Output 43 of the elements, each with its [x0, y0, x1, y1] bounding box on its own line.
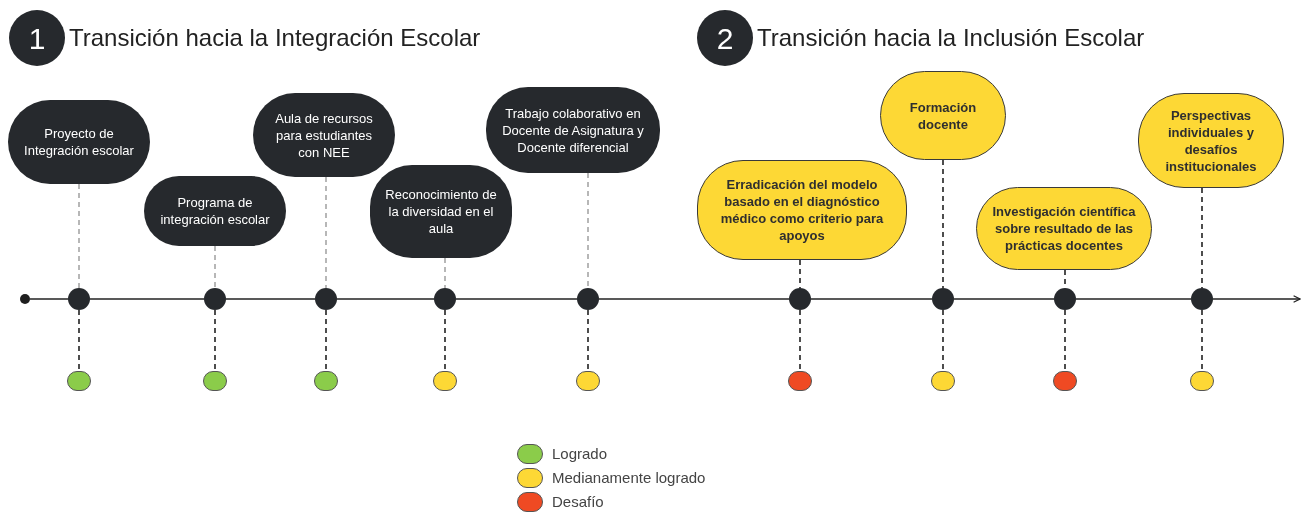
timeline-line [598, 298, 790, 300]
dashed-connector [799, 309, 801, 372]
milestone-pill: Trabajo colaborativo en Docente de Asignatura y Docente diferencial [486, 87, 660, 173]
timeline-line [29, 298, 69, 300]
milestone-pill: Reconocimiento de la diversidad en el aula [370, 165, 512, 258]
timeline-line [455, 298, 578, 300]
milestone-pill: Erradicación del modelo basado en el diagnóstico médico como criterio para apoyos [697, 160, 907, 260]
timeline-line [89, 298, 205, 300]
section-title: Transición hacia la Integración Escolar [69, 26, 481, 50]
dashed-connector [942, 309, 944, 372]
timeline-line [1075, 298, 1192, 300]
dashed-connector [799, 259, 801, 289]
dashed-connector [587, 309, 589, 372]
timeline-line [810, 298, 933, 300]
dashed-connector [1064, 309, 1066, 372]
dashed-connector [325, 176, 327, 289]
dashed-connector [942, 159, 944, 289]
section-title: Transición hacia la Inclusión Escolar [757, 26, 1145, 50]
timeline-line [336, 298, 435, 300]
legend-label: Medianamente logrado [552, 467, 706, 488]
milestone-pill: Perspectivas individuales y desafíos institucionales [1138, 93, 1284, 188]
dashed-connector [325, 309, 327, 372]
dashed-connector [444, 309, 446, 372]
dashed-connector [78, 309, 80, 372]
dashed-connector [78, 183, 80, 289]
dashed-connector [214, 245, 216, 289]
milestone-pill: Proyecto de Integración escolar [8, 100, 150, 184]
dashed-connector [214, 309, 216, 372]
legend-label: Desafío [552, 491, 604, 512]
milestone-pill: Investigación científica sobre resultado de las prácticas docentes [976, 187, 1152, 270]
number-badge: 1 [9, 10, 65, 66]
dashed-connector [1201, 309, 1203, 372]
milestone-pill: Formación docente [880, 71, 1006, 160]
dashed-connector [587, 172, 589, 289]
timeline-line [1212, 295, 1301, 303]
milestone-pill: Programa de integración escolar [144, 176, 286, 246]
dashed-connector [444, 257, 446, 289]
timeline-line [953, 298, 1055, 300]
timeline-line [225, 298, 316, 300]
legend-label: Logrado [552, 443, 608, 464]
dashed-connector [1201, 187, 1203, 289]
milestone-pill: Aula de recursos para estudiantes con NEE [253, 93, 395, 177]
number-badge: 2 [697, 10, 753, 66]
